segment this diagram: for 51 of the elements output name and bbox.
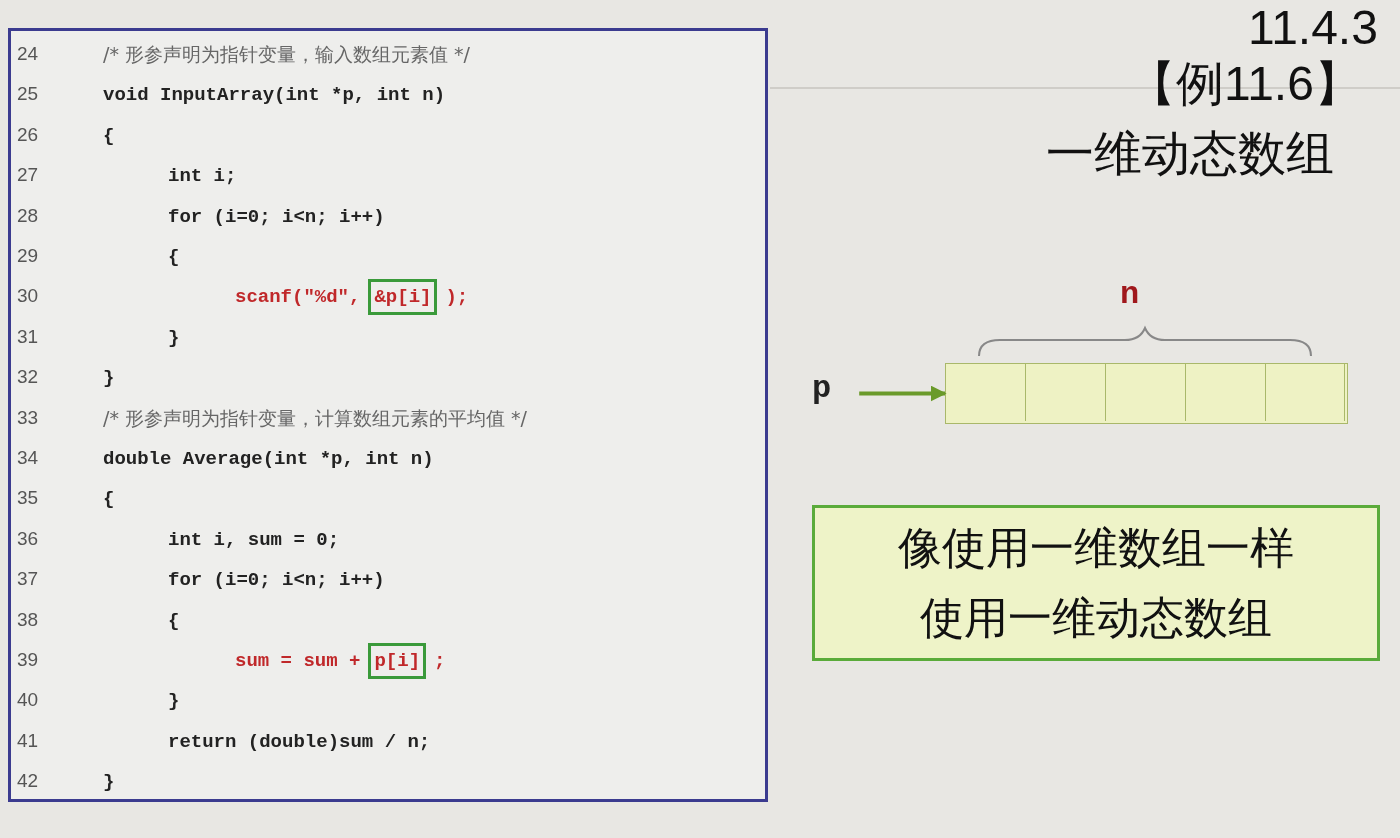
line-number: 30 bbox=[17, 285, 39, 308]
code-listing-panel bbox=[8, 28, 768, 802]
line-number: 37 bbox=[17, 568, 39, 591]
code-line: { bbox=[103, 488, 115, 511]
highlight-box: p[i] bbox=[368, 643, 427, 679]
line-number: 27 bbox=[17, 164, 39, 187]
code-line: { bbox=[168, 246, 180, 268]
arrow bbox=[859, 385, 947, 402]
code-line: int i, sum = 0; bbox=[168, 528, 340, 551]
code-line: } bbox=[103, 367, 115, 390]
code-line: sum = sum + bbox=[235, 650, 361, 672]
line-number: 34 bbox=[17, 447, 39, 469]
line-number: 36 bbox=[17, 527, 39, 550]
slide-title: 【例11.6】 bbox=[1128, 56, 1362, 112]
line-number: 39 bbox=[17, 649, 39, 671]
code-line: { bbox=[103, 124, 115, 147]
line-number: 33 bbox=[17, 406, 39, 429]
code-line: for (i=0; i<n; i++) bbox=[168, 205, 385, 228]
note-box: 像使用一维数组一样使用一维动态数组 bbox=[812, 505, 1380, 661]
line-number: 40 bbox=[17, 689, 39, 712]
line-number: 42 bbox=[17, 770, 39, 793]
line-number: 29 bbox=[17, 245, 39, 267]
code-comment: /* 形参声明为指针变量，计算数组元素的平均值 */ bbox=[103, 405, 527, 431]
code-comment: /* 形参声明为指针变量，输入数组元素值 */ bbox=[103, 42, 470, 67]
code-line: { bbox=[168, 609, 180, 632]
code-line: for (i=0; i<n; i++) bbox=[168, 569, 385, 592]
line-number: 38 bbox=[17, 608, 39, 631]
code-line: ; bbox=[434, 650, 446, 672]
code-line: return (double)sum / n; bbox=[168, 730, 431, 753]
line-number: 32 bbox=[17, 366, 39, 389]
code-line: } bbox=[103, 771, 115, 794]
code-line: void InputArray(int *p, int n) bbox=[103, 84, 446, 107]
code-line: scanf("%d", bbox=[235, 286, 361, 309]
section-number: 11.4.3 bbox=[1248, 0, 1378, 55]
line-number: 26 bbox=[17, 123, 39, 146]
code-line: } bbox=[168, 326, 180, 349]
code-line: ); bbox=[445, 286, 469, 309]
code-line: } bbox=[168, 690, 180, 713]
highlight-box: &p[i] bbox=[368, 279, 438, 316]
slide-title: 一维动态数组 bbox=[1046, 126, 1334, 182]
code-line: int i; bbox=[168, 165, 237, 188]
line-number: 25 bbox=[17, 83, 39, 106]
line-number: 35 bbox=[17, 487, 39, 510]
line-number: 24 bbox=[17, 43, 39, 65]
line-number: 31 bbox=[17, 325, 39, 348]
line-number: 41 bbox=[17, 729, 39, 752]
array-bar bbox=[945, 363, 1348, 424]
pointer-label: p bbox=[812, 370, 832, 407]
code-line: double Average(int *p, int n) bbox=[103, 448, 434, 470]
line-number: 28 bbox=[17, 204, 39, 227]
array-length-label: n bbox=[1120, 276, 1140, 313]
